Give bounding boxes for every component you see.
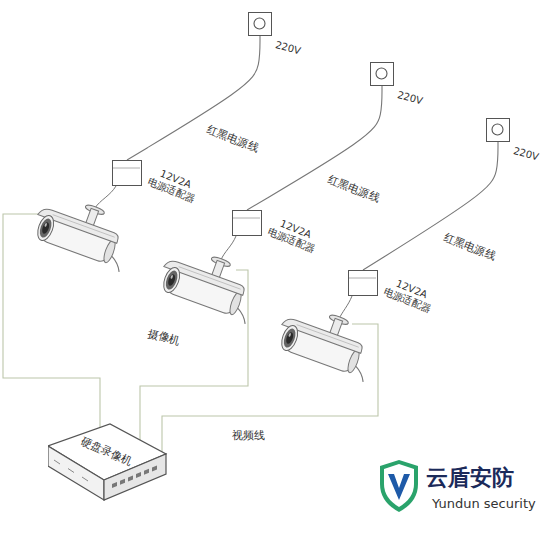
dvr-vent (82, 477, 88, 481)
adapter-edge (233, 218, 260, 219)
camera-figure (29, 189, 137, 272)
dvr-vent (54, 460, 60, 464)
adapter-label: 12V2A 电源适配器 (378, 273, 441, 317)
adapter-edge (349, 278, 376, 279)
outlet-label: 220V (396, 89, 424, 107)
wall-outlet: 220V (370, 62, 394, 86)
dvr-port (136, 472, 141, 478)
power-adapter: 12V2A 电源适配器 (112, 160, 142, 186)
dvr-port (152, 465, 157, 471)
dvr-port (112, 482, 117, 488)
outlet-label: 220V (512, 145, 540, 163)
socket-ring (254, 18, 265, 29)
power-adapter: 12V2A 电源适配器 (232, 210, 262, 236)
outlet-face (371, 63, 393, 85)
adapter-face (233, 211, 261, 235)
wire-label: 视频线 (232, 428, 265, 443)
wall-outlet: 220V (486, 118, 510, 142)
cable-label: 红黑电源线 (323, 171, 383, 207)
logo-text: 云盾安防 (426, 463, 514, 493)
adapter-edge (113, 168, 140, 169)
dvr-port (144, 469, 149, 475)
outlet-face (487, 119, 509, 141)
adapter-face (349, 271, 377, 295)
dvr-box: 硬盘录像机 (48, 420, 168, 504)
dvr-port (120, 479, 125, 485)
adapter-label: 12V2A 电源适配器 (142, 163, 205, 207)
dvr-outline (48, 420, 168, 504)
wall-outlet: 220V (248, 12, 272, 36)
socket-ring (492, 124, 503, 135)
camera-figure (273, 299, 381, 382)
dvr-vent (68, 469, 74, 473)
logo-shield (380, 460, 418, 512)
camera-label: 摄像机 (146, 326, 182, 349)
cable-label: 红黑电源线 (202, 121, 262, 157)
outlet-face (249, 13, 271, 35)
adapter-face (113, 161, 141, 185)
adapter-label: 12V2A 电源适配器 (262, 213, 325, 257)
logo-subtext: Yundun security (432, 496, 536, 511)
power-adapter: 12V2A 电源适配器 (348, 270, 378, 296)
camera-figure (155, 241, 263, 324)
socket-ring (376, 68, 387, 79)
dvr-port (128, 475, 133, 481)
cable-label: 红黑电源线 (439, 229, 499, 265)
outlet-label: 220V (274, 39, 302, 57)
